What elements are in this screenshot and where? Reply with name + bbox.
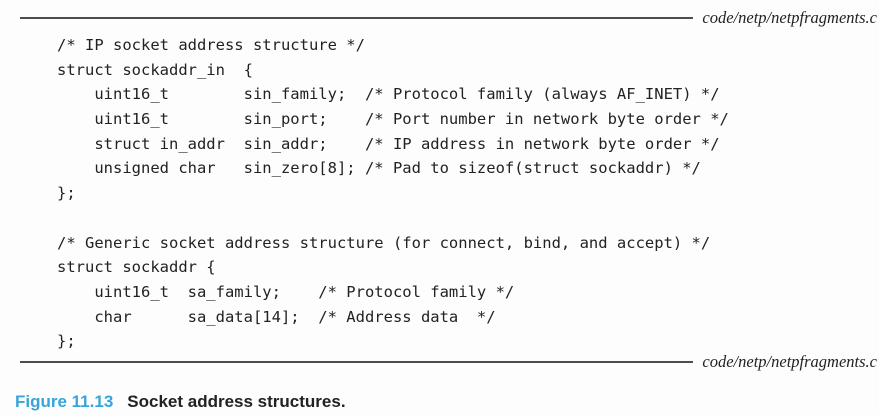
code-line: /* Generic socket address structure (for… (57, 233, 711, 252)
listing-footer: code/netp/netpfragments.c (0, 349, 879, 375)
code-line: struct in_addr sin_addr; /* IP address i… (57, 134, 720, 153)
source-file-label-bottom: code/netp/netpfragments.c (702, 351, 877, 371)
code-line: unsigned char sin_zero[8]; /* Pad to siz… (57, 159, 701, 178)
code-line: /* IP socket address structure */ (57, 36, 365, 54)
code-block: /* IP socket address structure */ struct… (57, 33, 879, 354)
bottom-rule (20, 360, 694, 363)
figure-caption: Figure 11.13 Socket address structures. (15, 392, 879, 412)
code-line: uint16_t sin_port; /* Port number in net… (57, 110, 729, 129)
code-line (57, 206, 879, 231)
figure-number-label: Figure 11.13 (15, 391, 114, 411)
top-rule (20, 17, 694, 19)
code-line: uint16_t sa_family; /* Protocol family *… (57, 282, 515, 301)
code-line: uint16_t sin_family; /* Protocol family … (57, 85, 720, 104)
code-line: struct sockaddr { (57, 258, 216, 277)
source-file-label-top: code/netp/netpfragments.c (702, 8, 877, 27)
code-line: char sa_data[14]; /* Address data */ (57, 307, 496, 326)
figure-title: Socket address structures. (127, 391, 346, 411)
listing-header: code/netp/netpfragments.c (0, 0, 879, 31)
code-line: struct sockaddr_in { (57, 60, 253, 79)
code-line: }; (57, 332, 76, 351)
code-line: }; (57, 184, 76, 203)
